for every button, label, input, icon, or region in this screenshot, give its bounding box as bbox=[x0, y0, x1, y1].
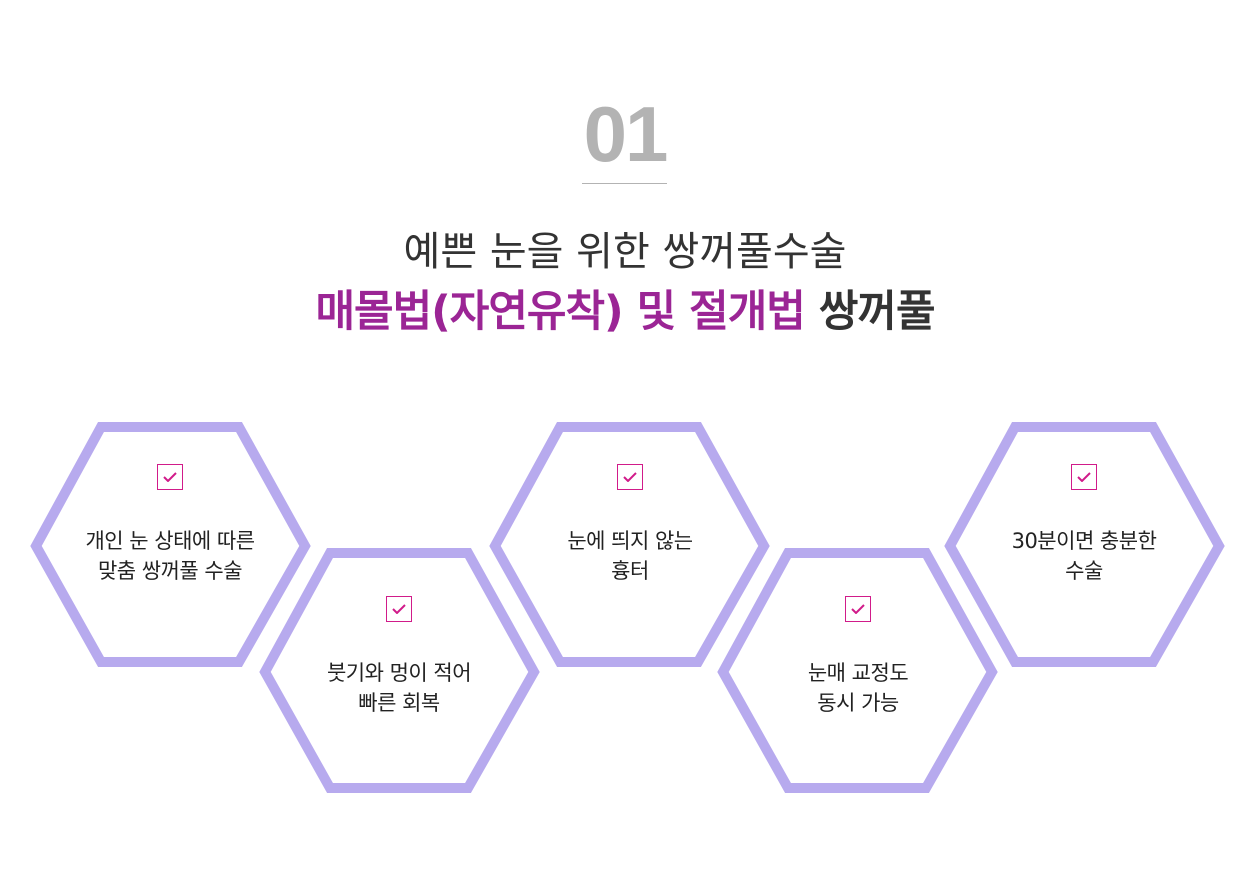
feature-card: 30분이면 충분한 수술 bbox=[944, 464, 1224, 586]
divider bbox=[582, 183, 667, 184]
check-icon bbox=[1071, 464, 1097, 490]
feature-card: 눈매 교정도 동시 가능 bbox=[718, 596, 998, 718]
check-icon bbox=[157, 464, 183, 490]
hexagon-1 bbox=[30, 422, 311, 667]
title-rest: 쌍꺼풀 bbox=[818, 287, 936, 337]
hexagon-4 bbox=[717, 548, 998, 793]
feature-card: 붓기와 멍이 적어 빠른 회복 bbox=[259, 596, 539, 718]
feature-card: 눈에 띄지 않는 흉터 bbox=[490, 464, 770, 586]
section-title: 매몰법(자연유착) 및 절개법 쌍꺼풀 bbox=[0, 284, 1250, 340]
feature-text: 붓기와 멍이 적어 빠른 회복 bbox=[326, 661, 472, 715]
feature-text: 30분이면 충분한 수술 bbox=[1011, 529, 1157, 583]
feature-text: 개인 눈 상태에 따른 맞춤 쌍꺼풀 수술 bbox=[85, 529, 255, 583]
check-icon bbox=[845, 596, 871, 622]
check-icon bbox=[386, 596, 412, 622]
hexagon-2 bbox=[259, 548, 540, 793]
section-subtitle: 예쁜 눈을 위한 쌍꺼풀수술 bbox=[403, 229, 847, 275]
section-number: 01 bbox=[583, 90, 669, 178]
hexagon-5 bbox=[944, 422, 1225, 667]
feature-text: 눈에 띄지 않는 흉터 bbox=[567, 529, 693, 583]
feature-card: 개인 눈 상태에 따른 맞춤 쌍꺼풀 수술 bbox=[30, 464, 310, 586]
hexagon-3 bbox=[489, 422, 770, 667]
feature-text: 눈매 교정도 동시 가능 bbox=[807, 661, 909, 715]
check-icon bbox=[617, 464, 643, 490]
title-accent: 매몰법(자연유착) 및 절개법 bbox=[315, 287, 805, 337]
